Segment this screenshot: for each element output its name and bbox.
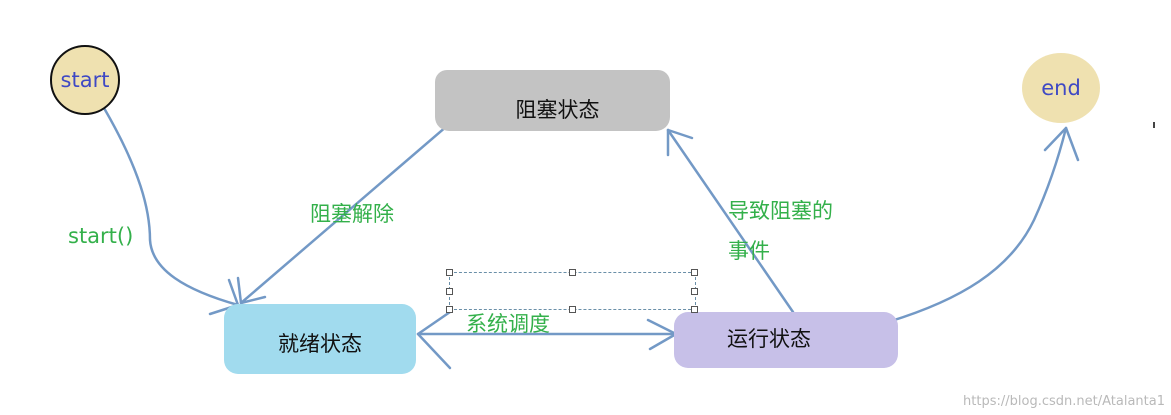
arrowhead-schedule-left	[416, 310, 452, 370]
start-node: start	[50, 45, 120, 115]
end-node-label: end	[1041, 76, 1081, 100]
ready-state-node: 就绪状态	[224, 304, 416, 374]
ready-state-label: 就绪状态	[278, 332, 362, 356]
watermark: https://blog.csdn.net/Atalanta1	[963, 394, 1165, 409]
selection-box	[446, 269, 698, 313]
blocked-state-node: 阻塞状态	[435, 70, 670, 131]
arrowhead-blocked-to-ready	[236, 276, 267, 305]
arrowhead-running-to-blocked	[666, 128, 694, 157]
label-unblock: 阻塞解除	[310, 202, 394, 226]
arrow-start-to-ready	[102, 106, 240, 307]
arrow-running-to-blocked	[666, 128, 795, 314]
arrow-running-to-end	[886, 126, 1068, 324]
arrow-blocked-to-ready	[239, 124, 449, 305]
end-node: end	[1022, 53, 1100, 123]
running-state-label: 运行状态	[727, 327, 811, 351]
start-node-label: start	[60, 68, 110, 92]
stray-mark	[1153, 122, 1155, 128]
label-block-event-line1: 导致阻塞的	[728, 199, 833, 223]
label-block-event-line2: 事件	[728, 239, 770, 263]
running-state-node: 运行状态	[674, 312, 898, 368]
arrowhead-running-to-end	[1043, 126, 1080, 162]
label-schedule: 系统调度	[466, 312, 550, 336]
blocked-state-label: 阻塞状态	[515, 97, 600, 122]
label-start-call: start()	[68, 224, 134, 248]
